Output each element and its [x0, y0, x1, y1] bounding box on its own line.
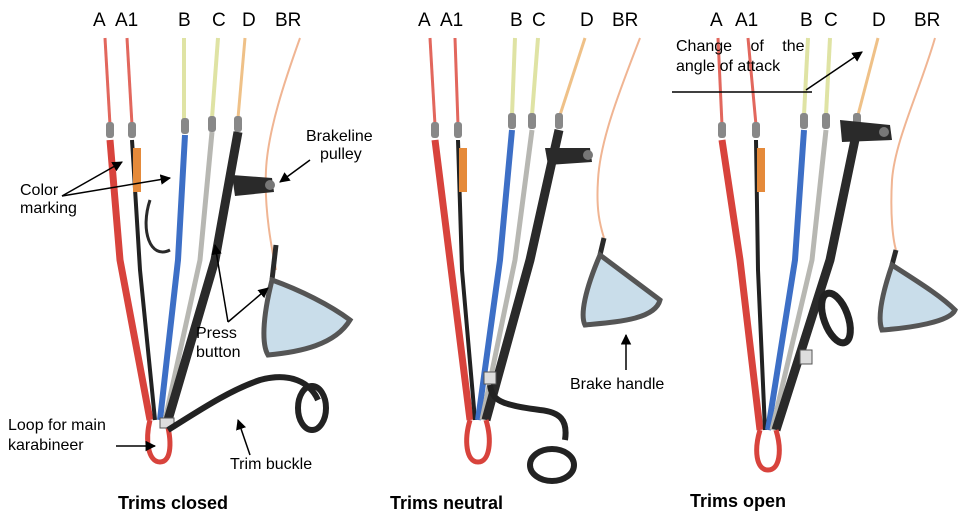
caption-trims-closed: Trims closed	[118, 492, 228, 514]
trim-buckle-label: Trim buckle	[230, 456, 312, 474]
brakeline-pulley-label-2: pulley	[320, 146, 362, 164]
press-button-arrow-1	[215, 245, 228, 322]
press-button-label-1: Press	[196, 325, 237, 343]
press-button-label-2: button	[196, 344, 240, 362]
header-b: B	[510, 10, 523, 32]
panel-trims-neutral	[430, 38, 660, 481]
caption-trims-neutral: Trims neutral	[390, 492, 503, 514]
header-c: C	[824, 10, 838, 32]
header-c: C	[212, 10, 226, 32]
press-button-arrow-2	[228, 288, 268, 322]
header-a1: A1	[440, 10, 463, 32]
header-a1: A1	[115, 10, 138, 32]
header-d: D	[580, 10, 594, 32]
panel-trims-open	[718, 38, 955, 470]
header-br: BR	[914, 10, 940, 32]
brakeline-pulley-arrow	[280, 160, 310, 182]
angle-arrow	[806, 52, 862, 90]
header-c: C	[532, 10, 546, 32]
caption-trims-open: Trims open	[690, 490, 786, 512]
angle-change-label-1: Change of the	[676, 38, 805, 56]
brake-handle-label: Brake handle	[570, 376, 664, 394]
angle-change-label-2: angle of attack	[676, 58, 780, 76]
trim-buckle-arrow	[238, 420, 250, 455]
brakeline-pulley-label-1: Brakeline	[306, 128, 373, 146]
header-b: B	[800, 10, 813, 32]
header-br: BR	[275, 10, 301, 32]
header-br: BR	[612, 10, 638, 32]
header-d: D	[242, 10, 256, 32]
header-a1: A1	[735, 10, 758, 32]
color-marking-label-2: marking	[20, 200, 77, 218]
header-a: A	[710, 10, 723, 32]
header-d: D	[872, 10, 886, 32]
header-b: B	[178, 10, 191, 32]
color-marking-label-1: Color	[20, 182, 58, 200]
header-a: A	[418, 10, 431, 32]
header-a: A	[93, 10, 106, 32]
panel-trims-closed	[105, 38, 350, 462]
loop-main-label-1: Loop for main	[8, 417, 106, 435]
loop-main-label-2: karabineer	[8, 437, 84, 455]
